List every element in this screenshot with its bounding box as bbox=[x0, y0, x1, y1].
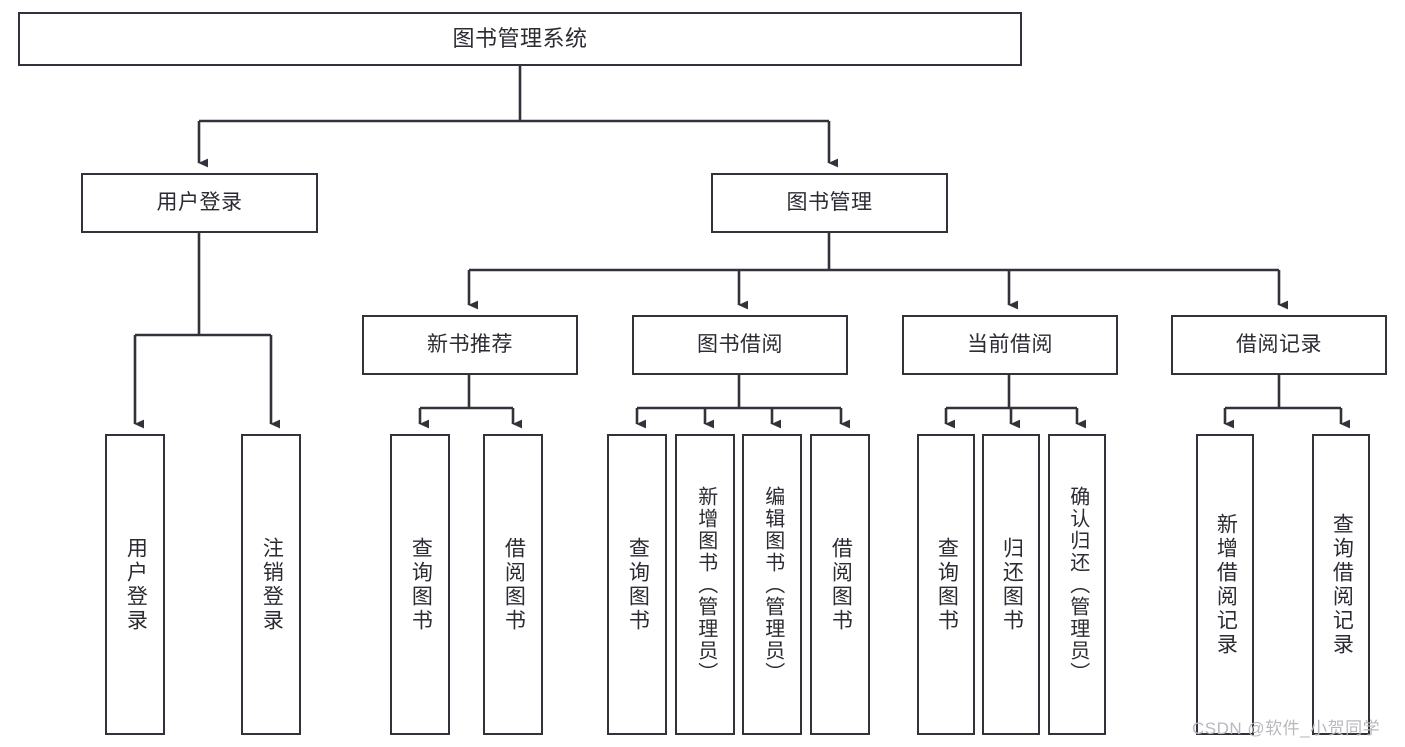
node-label: 新增图书（管理员） bbox=[694, 485, 717, 684]
node-label: 确认归还（管理员） bbox=[1066, 485, 1089, 684]
node-book-borrow[interactable]: 图书借阅 bbox=[632, 315, 848, 375]
node-label: 借阅图书 bbox=[502, 536, 526, 633]
leaf-confirm-return-admin[interactable]: 确认归还（管理员） bbox=[1048, 434, 1106, 735]
leaf-query-borrow-record[interactable]: 查询借阅记录 bbox=[1312, 434, 1370, 735]
leaf-query-book-borrow[interactable]: 查询图书 bbox=[607, 434, 667, 735]
node-label: 用户登录 bbox=[156, 190, 243, 214]
node-label: 新书推荐 bbox=[427, 332, 513, 356]
node-label: 查询图书 bbox=[409, 536, 433, 633]
leaf-query-book-current[interactable]: 查询图书 bbox=[917, 434, 975, 735]
leaf-return-book[interactable]: 归还图书 bbox=[982, 434, 1040, 735]
node-label: 新增借阅记录 bbox=[1214, 512, 1238, 657]
leaf-user-login[interactable]: 用户登录 bbox=[105, 434, 165, 735]
leaf-add-book-admin[interactable]: 新增图书（管理员） bbox=[675, 434, 735, 735]
leaf-add-borrow-record[interactable]: 新增借阅记录 bbox=[1196, 434, 1254, 735]
leaf-borrow-book[interactable]: 借阅图书 bbox=[810, 434, 870, 735]
leaf-logout[interactable]: 注销登录 bbox=[241, 434, 301, 735]
node-label: 查询借阅记录 bbox=[1330, 512, 1354, 657]
node-label: 借阅记录 bbox=[1236, 332, 1322, 356]
node-current-borrow[interactable]: 当前借阅 bbox=[902, 315, 1118, 375]
node-label: 编辑图书（管理员） bbox=[761, 485, 784, 684]
node-label: 当前借阅 bbox=[967, 332, 1053, 356]
node-label: 图书管理 bbox=[786, 190, 873, 214]
node-label: 归还图书 bbox=[1000, 536, 1024, 633]
node-new-book-recommend[interactable]: 新书推荐 bbox=[362, 315, 578, 375]
node-book-management[interactable]: 图书管理 bbox=[711, 173, 948, 233]
node-label: 用户登录 bbox=[124, 536, 148, 633]
node-label: 注销登录 bbox=[260, 536, 284, 633]
node-label: 借阅图书 bbox=[829, 536, 853, 633]
node-root-system[interactable]: 图书管理系统 bbox=[18, 12, 1022, 66]
node-label: 图书管理系统 bbox=[452, 26, 588, 52]
node-label: 查询图书 bbox=[626, 536, 650, 633]
leaf-borrow-book-recommend[interactable]: 借阅图书 bbox=[483, 434, 543, 735]
node-label: 查询图书 bbox=[935, 536, 959, 633]
node-label: 图书借阅 bbox=[697, 332, 783, 356]
node-borrow-record[interactable]: 借阅记录 bbox=[1171, 315, 1387, 375]
node-user-login[interactable]: 用户登录 bbox=[81, 173, 318, 233]
leaf-edit-book-admin[interactable]: 编辑图书（管理员） bbox=[742, 434, 802, 735]
leaf-query-book-recommend[interactable]: 查询图书 bbox=[390, 434, 450, 735]
